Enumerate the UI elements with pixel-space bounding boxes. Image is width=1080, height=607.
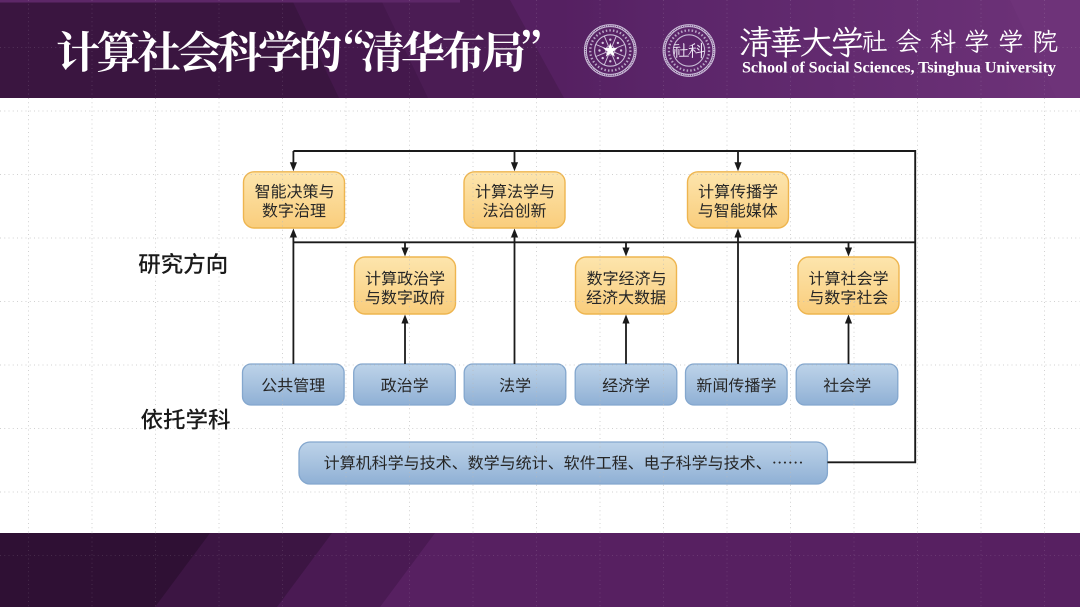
svg-text:School of Social Sciences, Tsi: School of Social Sciences, Tsinghua Univ…: [742, 59, 1056, 77]
